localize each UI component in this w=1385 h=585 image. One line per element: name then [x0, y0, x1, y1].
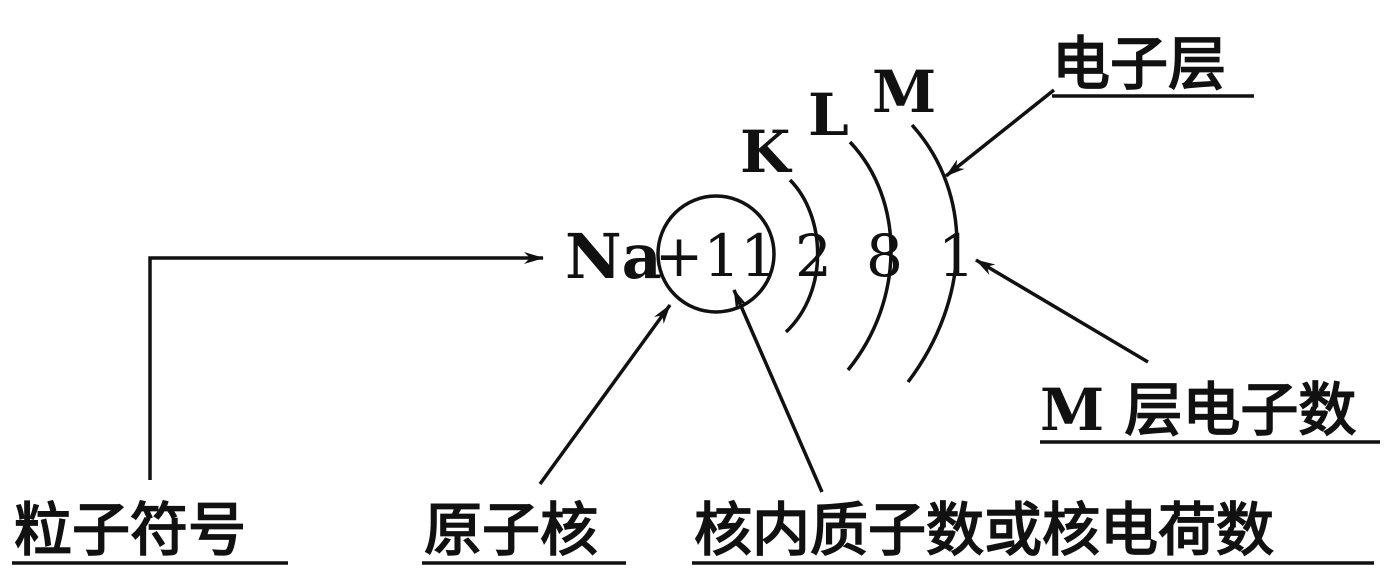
arrow-electron-shell	[944, 88, 1056, 178]
shell-electrons-k: 2	[795, 222, 832, 290]
arrow-m-shell-electrons	[975, 258, 1149, 364]
shell-letter-k: K	[740, 118, 793, 186]
arrow-nucleus	[538, 303, 672, 486]
nucleus-circle	[656, 194, 776, 314]
shell-letter-m: M	[872, 58, 936, 126]
shell-arc-k	[784, 178, 820, 334]
shell-letter-l: L	[808, 81, 849, 149]
shell-electrons-l: 8	[866, 222, 903, 290]
label-proton-number: 核内质子数或核电荷数	[694, 496, 1274, 564]
label-nucleus: 原子核	[424, 496, 598, 564]
element-symbol: Na	[565, 220, 662, 293]
shell-arc-l	[846, 140, 893, 372]
shell-arc-m	[906, 123, 959, 384]
shell-electrons-m: 1	[938, 222, 975, 290]
label-m-shell-electrons: M 层电子数	[1040, 376, 1356, 444]
label-electron-shell: 电子层	[1052, 30, 1226, 98]
arrow-proton-number	[732, 289, 824, 493]
nucleus-charge: +11	[655, 222, 777, 290]
arrow-particle-symbol	[148, 252, 544, 480]
label-particle-symbol: 粒子符号	[14, 496, 246, 564]
